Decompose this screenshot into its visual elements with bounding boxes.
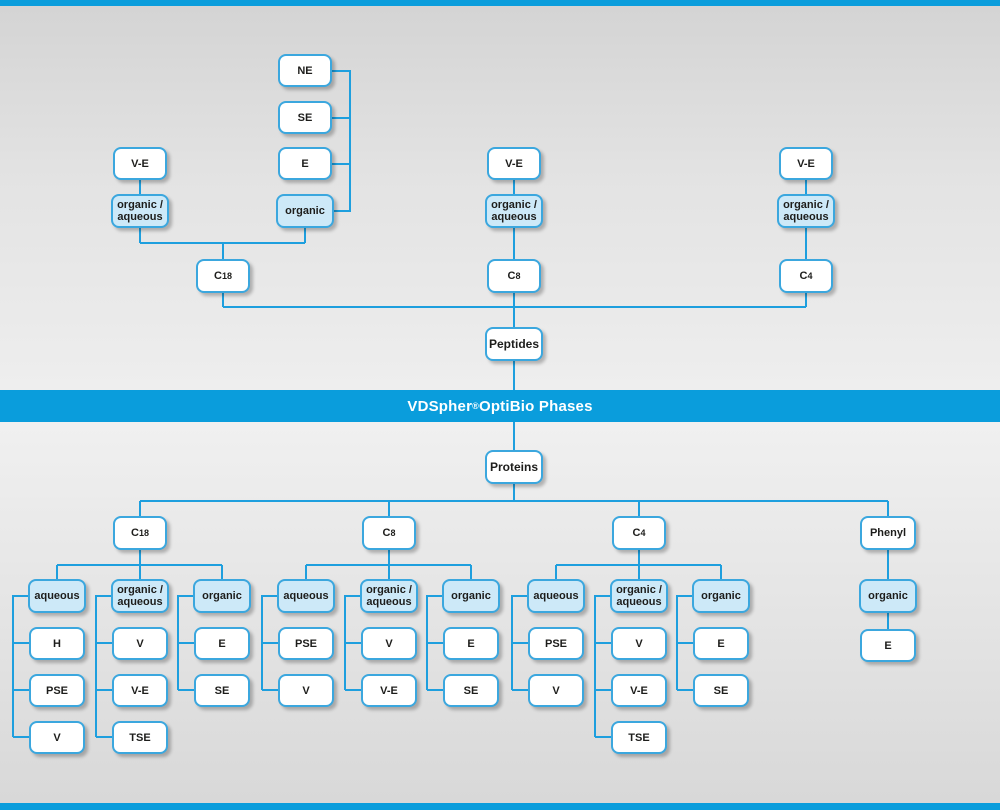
node-proteins-c18-organic-se: SE <box>194 674 250 707</box>
connector-peptides-organic-bracket <box>332 70 351 212</box>
node-proteins-c8-mode-organic-aqueous: organic / aqueous <box>360 579 418 613</box>
banner-title: VDSpher® OptiBio Phases <box>0 390 1000 422</box>
node-peptides-c18-mode-organic-aqueous: organic / aqueous <box>111 194 169 228</box>
node-proteins-c18-mode-organic: organic <box>193 579 251 613</box>
node-proteins-c18-aqueous-h: H <box>29 627 85 660</box>
connector-c18-aqueous-bracket <box>12 595 57 738</box>
banner-rest: OptiBio Phases <box>478 397 593 415</box>
node-proteins-c8-organic-e: E <box>443 627 499 660</box>
node-proteins-c4-mode-organic-aqueous: organic / aqueous <box>610 579 668 613</box>
node-peptides-c18-organic-se: SE <box>278 101 332 134</box>
node-peptides-root: Peptides <box>485 327 543 361</box>
node-proteins-root: Proteins <box>485 450 543 484</box>
node-proteins-c4-mode-organic: organic <box>692 579 750 613</box>
bottom-accent-bar <box>0 803 1000 810</box>
node-proteins-c18-mode-organic-aqueous: organic / aqueous <box>111 579 169 613</box>
node-peptides-c4-ve: V-E <box>779 147 833 180</box>
node-proteins-c8-aqueous-v: V <box>278 674 334 707</box>
node-proteins-c4-aqueous-v: V <box>528 674 584 707</box>
node-proteins-c8-mode-aqueous: aqueous <box>277 579 335 613</box>
node-peptides-c8-ve: V-E <box>487 147 541 180</box>
node-proteins-c8-aqueous-pse: PSE <box>278 627 334 660</box>
node-proteins-c4-organic-e: E <box>693 627 749 660</box>
node-proteins-c18-organic-aqueous-ve: V-E <box>112 674 168 707</box>
banner-brand: VDSpher <box>407 397 473 415</box>
node-proteins-c4-mode-aqueous: aqueous <box>527 579 585 613</box>
node-proteins-c4-aqueous-pse: PSE <box>528 627 584 660</box>
node-proteins-phenyl: Phenyl <box>860 516 916 550</box>
node-proteins-c8-organic-aqueous-v: V <box>361 627 417 660</box>
node-proteins-c18-organic-aqueous-tse: TSE <box>112 721 168 754</box>
node-peptides-c18-mode-organic: organic <box>276 194 334 228</box>
node-peptides-c18-ve: V-E <box>113 147 167 180</box>
node-proteins-c18-mode-aqueous: aqueous <box>28 579 86 613</box>
node-proteins-c18-aqueous-v: V <box>29 721 85 754</box>
node-proteins-c18-aqueous-pse: PSE <box>29 674 85 707</box>
node-proteins-c4-organic-aqueous-tse: TSE <box>611 721 667 754</box>
node-peptides-c8-mode-organic-aqueous: organic / aqueous <box>485 194 543 228</box>
node-peptides-c18-organic-ne: NE <box>278 54 332 87</box>
node-proteins-c4-organic-aqueous-v: V <box>611 627 667 660</box>
node-peptides-c4-mode-organic-aqueous: organic / aqueous <box>777 194 835 228</box>
node-proteins-c8-mode-organic: organic <box>442 579 500 613</box>
node-proteins-c4-organic-se: SE <box>693 674 749 707</box>
node-proteins-c8-organic-aqueous-ve: V-E <box>361 674 417 707</box>
connector-proteins-drops <box>139 501 889 533</box>
node-proteins-phenyl-organic-e: E <box>860 629 916 662</box>
node-proteins-c18-organic-aqueous-v: V <box>112 627 168 660</box>
node-proteins-c4-organic-aqueous-ve: V-E <box>611 674 667 707</box>
node-proteins-c18-organic-e: E <box>194 627 250 660</box>
node-proteins-phenyl-mode-organic: organic <box>859 579 917 613</box>
connector-c18-organic-aqueous-bracket <box>95 595 140 738</box>
connector-c4-organic-aqueous-bracket <box>594 595 639 738</box>
top-accent-bar <box>0 0 1000 6</box>
node-peptides-c18-organic-e: E <box>278 147 332 180</box>
node-proteins-c8-organic-se: SE <box>443 674 499 707</box>
